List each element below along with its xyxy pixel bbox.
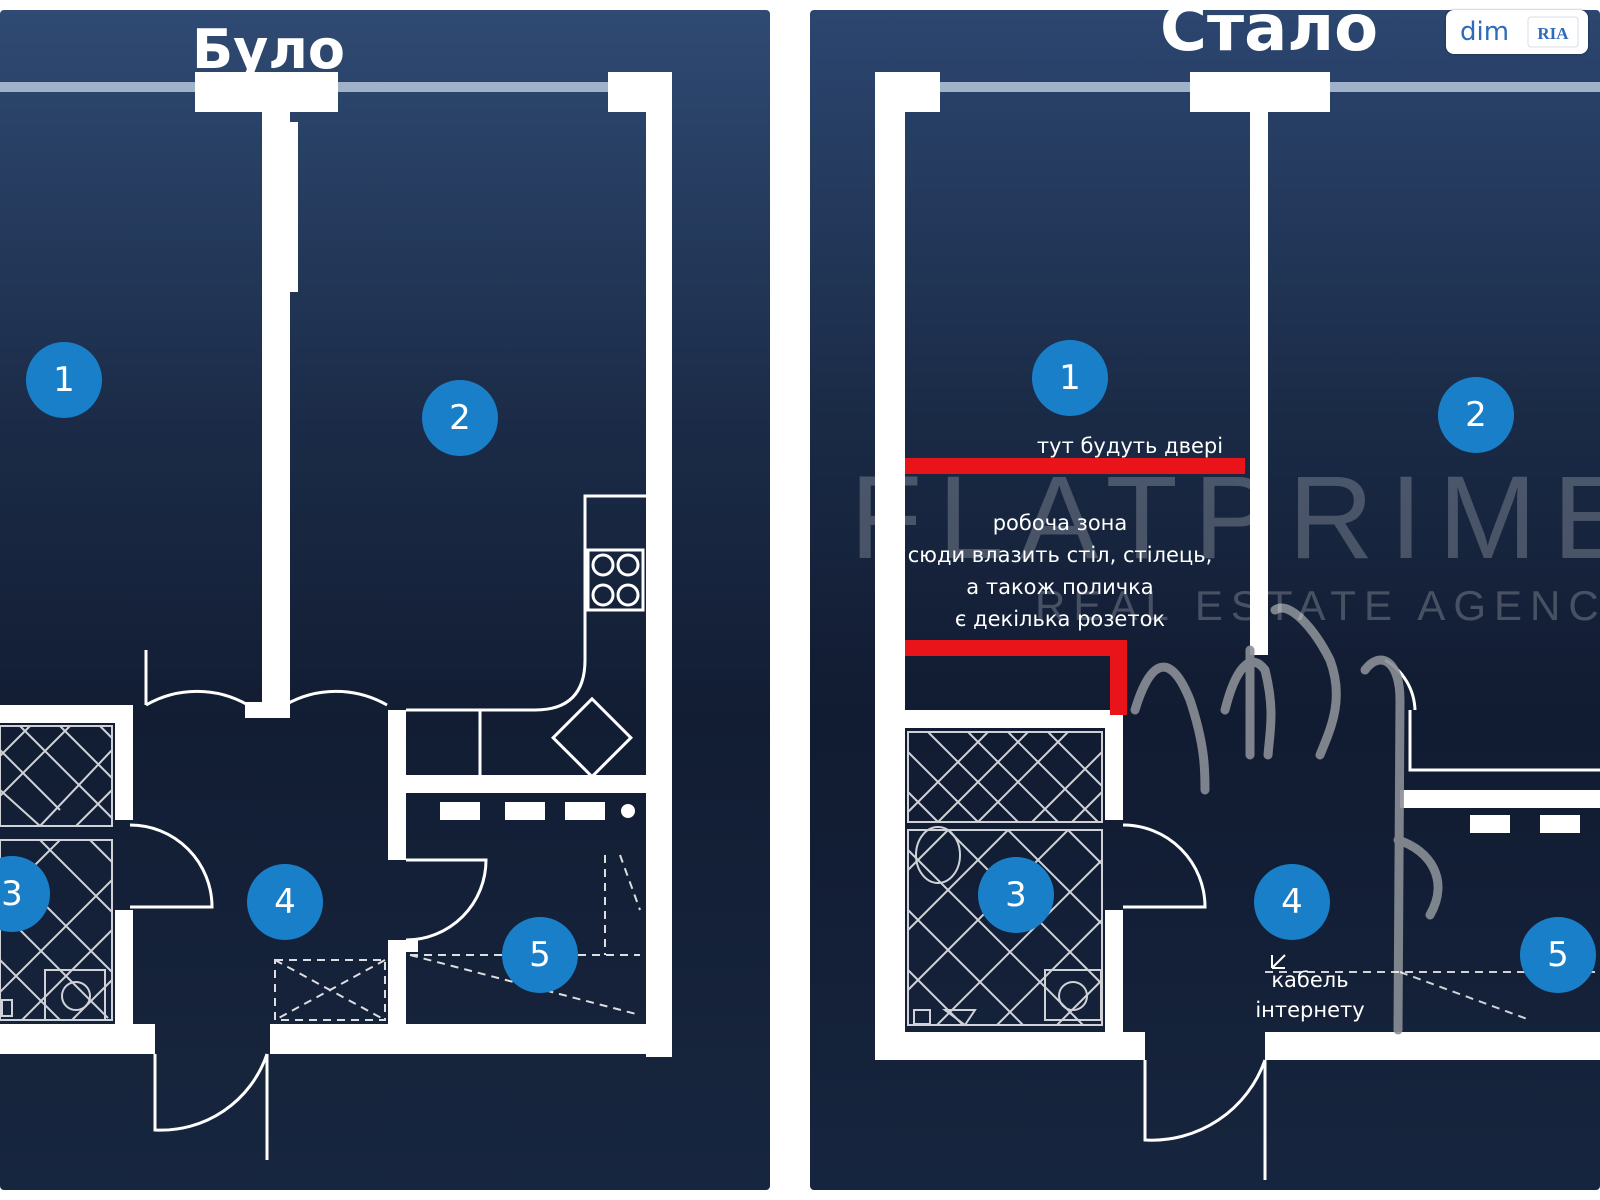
workzone-line-4: є декілька розеток (954, 607, 1166, 631)
room-label-5: 5 (1547, 935, 1569, 975)
shelves-before (440, 802, 635, 820)
wardrobe-before (274, 854, 641, 1021)
pencil-sketch (1130, 603, 1443, 1035)
bathroom-after (907, 731, 1103, 1027)
plan-before-drawing: 1 2 3 4 5 (0, 72, 672, 1160)
room-badge-5 (502, 917, 578, 993)
room-badge-1 (1032, 340, 1108, 416)
ria-logo-icon: RIA (1527, 16, 1579, 48)
room-badge-1 (26, 342, 102, 418)
shelves-after (1470, 815, 1580, 833)
room-badge-3 (978, 857, 1054, 933)
room-badge-2 (1438, 377, 1514, 453)
wardrobe-after (1265, 971, 1600, 1021)
room-badge-5 (1520, 917, 1596, 993)
room-label-3: 3 (1005, 875, 1027, 915)
dim-ria-logo: dim RIA (1446, 10, 1588, 54)
workzone-annotation: робоча зона сюди влазить стіл, стілець, … (870, 507, 1250, 635)
room-label-4: 4 (274, 882, 296, 922)
workzone-line-3: а також поличка (966, 575, 1154, 599)
kitchen-before (406, 494, 646, 779)
room-label-3: 3 (1, 874, 23, 914)
cable-annotation: кабель інтернету (1230, 965, 1390, 1025)
room-label-2: 2 (1465, 395, 1487, 435)
cable-line-1: кабель (1271, 968, 1349, 992)
cable-arrow-icon (1271, 954, 1286, 969)
cable-line-2: інтернету (1255, 998, 1365, 1022)
before-title: Було (192, 18, 346, 81)
walls-before (0, 72, 672, 1057)
room-badges-after: 1 2 3 4 5 (978, 340, 1596, 993)
doors-after (1122, 658, 1600, 1180)
room-badge-4 (247, 864, 323, 940)
room-badge-3 (0, 856, 50, 932)
doors-before (129, 650, 488, 1160)
room-badge-4 (1254, 864, 1330, 940)
bathtub-before (0, 725, 113, 1021)
door-annotation: тут будуть двері (1036, 434, 1224, 458)
new-walls-highlight (905, 458, 1245, 715)
room-label-1: 1 (53, 360, 75, 400)
plan-after-drawing: 1 2 3 4 5 (875, 72, 1600, 1180)
workzone-line-1: робоча зона (992, 511, 1128, 535)
room-label-5: 5 (529, 935, 551, 975)
walls-after (875, 72, 1600, 1060)
room-label-2: 2 (449, 398, 471, 438)
room-badges-before: 1 2 3 4 5 (0, 342, 578, 993)
svg-text:RIA: RIA (1537, 24, 1569, 43)
workzone-line-2: сюди влазить стіл, стілець, (907, 543, 1213, 567)
room-label-4: 4 (1281, 882, 1303, 922)
plan-after-panel: 1 2 3 4 5 Стало FLATPRIME REAL ESTATE AG… (810, 10, 1600, 1190)
logo-text: dim (1460, 17, 1510, 47)
plan-before-panel: 1 2 3 4 5 Було (0, 10, 770, 1190)
room-label-1: 1 (1059, 358, 1081, 398)
room-badge-2 (422, 380, 498, 456)
after-title: Стало (1160, 10, 1379, 66)
